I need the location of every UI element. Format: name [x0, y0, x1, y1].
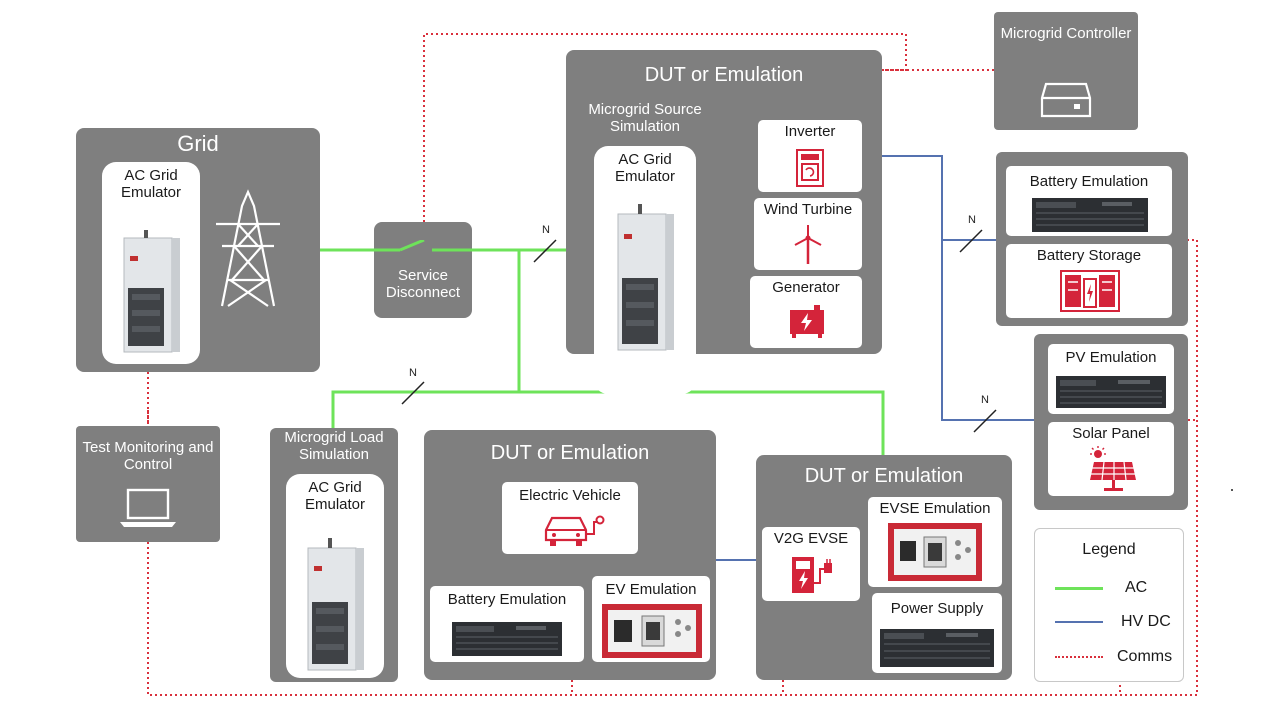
legend-ac-swatch: [1055, 587, 1103, 590]
battery-emulator-unit-icon: [1032, 198, 1148, 232]
ev-emulator-rack-icon: [602, 604, 702, 658]
service-disconnect-box: Service Disconnect: [374, 222, 472, 318]
inverter-label: Inverter: [784, 123, 836, 140]
power-supply-label: Power Supply: [890, 600, 984, 617]
evse-dut-title: DUT or Emulation: [804, 465, 964, 487]
test-monitoring-box: Test Monitoring and Control: [76, 426, 220, 542]
load-sim-title: Microgrid Load Simulation: [284, 429, 384, 463]
service-disconnect-label: Service Disconnect: [385, 267, 461, 301]
stray-dot: [1231, 489, 1233, 491]
wind-turbine-label: Wind Turbine: [763, 201, 853, 218]
solar-panel-label: Solar Panel: [1072, 425, 1150, 442]
n-label: N: [981, 394, 989, 406]
pv-emulator-unit-icon: [1056, 376, 1166, 408]
evse-emulation-label: EVSE Emulation: [879, 500, 991, 517]
power-supply-card: Power Supply: [872, 593, 1002, 673]
legend-comms-label: Comms: [1117, 648, 1173, 665]
source-dut-box: DUT or Emulation Microgrid Source Simula…: [566, 50, 882, 394]
comms-wiring: [147, 33, 1198, 696]
n-markers: [401, 229, 997, 433]
ev-dut-title: DUT or Emulation: [490, 442, 650, 464]
wind-turbine-icon: [794, 225, 822, 264]
grid-box: Grid AC Grid Emulator: [76, 128, 320, 372]
controller-label: Microgrid Controller: [1000, 25, 1132, 42]
grid-emulator-label: AC Grid Emulator: [120, 167, 182, 201]
ev-emulation-label: EV Emulation: [605, 581, 697, 598]
legend-box: Legend AC HV DC Comms: [1034, 528, 1184, 682]
grid-title: Grid: [177, 131, 219, 156]
solar-panel-card: Solar Panel: [1048, 422, 1174, 496]
battery-storage-label: Battery Storage: [1036, 247, 1142, 264]
evse-dut-box: DUT or Emulation V2G EVSE EVSE Emulation…: [756, 455, 1012, 680]
legend-hvdc-swatch: [1055, 621, 1103, 623]
source-emulator-card: AC Grid Emulator: [594, 146, 696, 394]
source-cabinet-icon: [617, 204, 674, 351]
battery-emulation-card: Battery Emulation: [1006, 166, 1172, 236]
inverter-icon: [796, 149, 824, 187]
n-label: N: [409, 367, 417, 379]
controller-box-icon: [1040, 82, 1092, 118]
source-emulator-label: AC Grid Emulator: [614, 151, 676, 185]
pv-group-box: PV Emulation Solar Panel: [1034, 334, 1188, 510]
ev-battery-emulator-unit-icon: [452, 622, 562, 656]
dc-wiring: [716, 155, 1034, 561]
electric-vehicle-card: Electric Vehicle: [502, 482, 638, 554]
battery-group-box: Battery Emulation Battery Storage: [996, 152, 1188, 326]
switch-icon: [374, 240, 472, 252]
evse-emulation-card: EVSE Emulation: [868, 497, 1002, 587]
source-sim-subtitle: Microgrid Source Simulation: [588, 101, 702, 135]
source-dut-title: DUT or Emulation: [644, 64, 804, 86]
legend-comms-swatch: [1055, 656, 1103, 658]
evse-emulator-rack-icon: [888, 523, 982, 581]
battery-storage-card: Battery Storage: [1006, 244, 1172, 318]
pv-emulation-label: PV Emulation: [1065, 349, 1157, 366]
transmission-tower-icon: [216, 189, 280, 307]
generator-card: Generator: [750, 276, 862, 348]
inverter-card: Inverter: [758, 120, 862, 192]
legend-ac-label: AC: [1125, 579, 1148, 596]
battery-emulation-label: Battery Emulation: [1029, 173, 1149, 190]
v2g-charger-icon: [792, 557, 832, 593]
wind-turbine-card: Wind Turbine: [754, 198, 862, 270]
ev-battery-emulation-card: Battery Emulation: [430, 586, 584, 662]
legend-hvdc-label: HV DC: [1121, 613, 1171, 630]
test-monitoring-label: Test Monitoring and Control: [82, 439, 214, 473]
load-emulator-card: AC Grid Emulator: [286, 474, 384, 678]
ev-emulation-card: EV Emulation: [592, 576, 710, 662]
electric-vehicle-label: Electric Vehicle: [519, 487, 621, 504]
load-emulator-label: AC Grid Emulator: [304, 479, 366, 513]
generator-label: Generator: [772, 279, 840, 296]
grid-cabinet-icon: [123, 230, 180, 353]
load-cabinet-icon: [307, 538, 364, 671]
ev-dut-box: DUT or Emulation Electric Vehicle Batter…: [424, 430, 716, 680]
v2g-evse-label: V2G EVSE: [773, 530, 849, 547]
solar-panel-icon: [1090, 446, 1136, 491]
n-label: N: [542, 224, 550, 236]
electric-vehicle-icon: [544, 515, 605, 546]
laptop-icon: [120, 488, 176, 527]
grid-emulator-card: AC Grid Emulator: [102, 162, 200, 364]
generator-icon: [790, 305, 824, 338]
pv-emulation-card: PV Emulation: [1048, 344, 1174, 414]
v2g-evse-card: V2G EVSE: [762, 527, 860, 601]
battery-storage-icon: [1060, 270, 1120, 312]
power-supply-unit-icon: [880, 629, 994, 667]
load-sim-box: Microgrid Load Simulation AC Grid Emulat…: [270, 428, 398, 682]
n-label: N: [968, 214, 976, 226]
ev-battery-emulation-label: Battery Emulation: [447, 591, 567, 608]
legend-title: Legend: [1082, 541, 1136, 558]
controller-box: Microgrid Controller: [994, 12, 1138, 130]
